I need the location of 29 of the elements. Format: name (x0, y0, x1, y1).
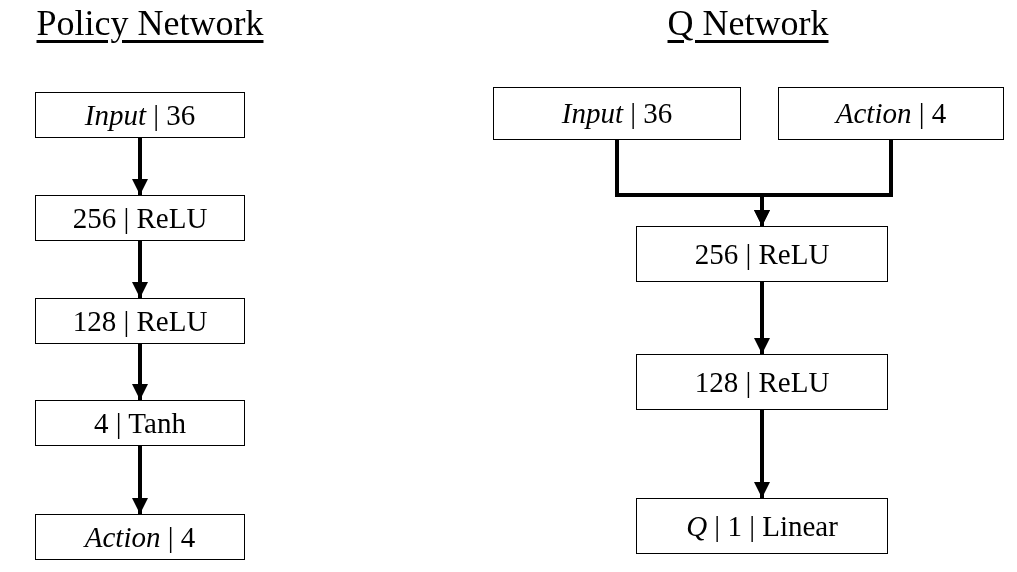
section-heading: Policy Network (36, 2, 264, 44)
layer-label: 128 | ReLU (72, 304, 208, 338)
layer-label: Input | 36 (84, 98, 196, 132)
layer-label: Input | 36 (561, 97, 673, 130)
layer-label: 256 | ReLU (694, 237, 830, 271)
layer-label: 128 | ReLU (694, 365, 830, 399)
layer-box (636, 226, 888, 282)
arrow (754, 282, 770, 354)
layer-box (636, 498, 888, 554)
section-heading: Q Network (667, 2, 829, 44)
layer-box (35, 514, 245, 560)
arrow (132, 138, 148, 195)
layer-label: 4 | Tanh (94, 406, 186, 440)
layer-box (35, 92, 245, 138)
arrow (754, 410, 770, 498)
layer-label: Q | 1 | Linear (686, 509, 838, 543)
arrow (754, 140, 893, 226)
arrow (132, 446, 148, 514)
layer-box (778, 87, 1004, 140)
layer-box (493, 87, 741, 140)
layer-box (35, 195, 245, 241)
layer-box (35, 400, 245, 446)
layer-label: Action | 4 (835, 97, 947, 130)
arrow (132, 344, 148, 400)
layer-box (636, 354, 888, 410)
layer-box (35, 298, 245, 344)
layer-label: 256 | ReLU (72, 201, 208, 235)
layer-label: Action | 4 (84, 520, 196, 554)
arrow (132, 241, 148, 298)
